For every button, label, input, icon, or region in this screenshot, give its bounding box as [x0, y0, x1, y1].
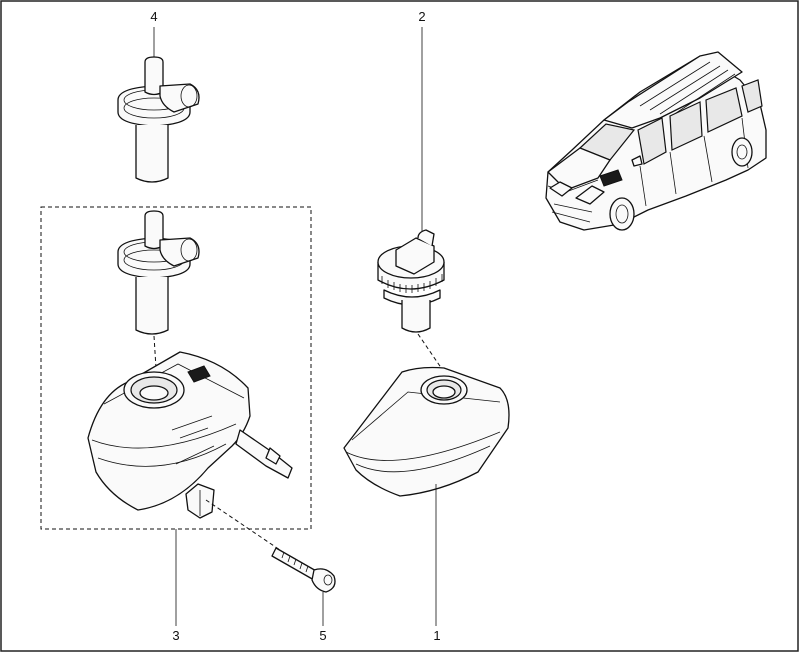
part-1-reservoir: [343, 366, 510, 626]
callout-1: 1: [433, 628, 440, 643]
vehicle-illustration: [545, 51, 767, 231]
callout-5: 5: [319, 628, 326, 643]
part-2-leader-dash: [417, 333, 445, 373]
part-3-reservoir-assembly: [40, 206, 312, 626]
part-2-filler-cap: [377, 27, 445, 333]
part-5-bolt: [205, 499, 336, 626]
callout-4: 4: [150, 9, 157, 24]
callout-2: 2: [418, 9, 425, 24]
part-4-level-sensor-cap: [117, 27, 200, 183]
callout-3: 3: [172, 628, 179, 643]
